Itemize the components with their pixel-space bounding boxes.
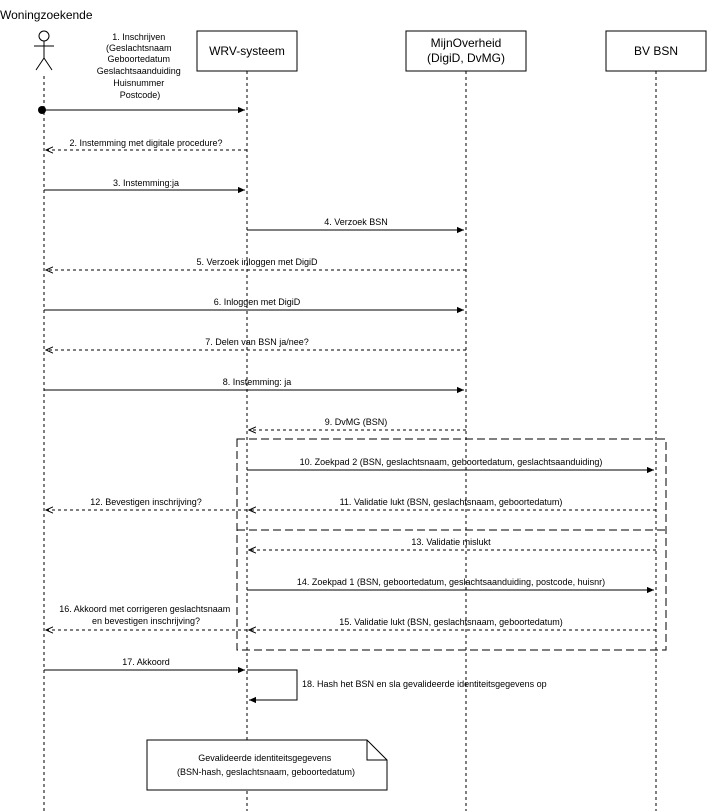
- participant-wrv-systeem: WRV-systeem: [196, 30, 298, 811]
- message-label: 18. Hash het BSN en sla gevalideerde ide…: [302, 679, 547, 689]
- participant-box: [196, 30, 298, 72]
- message-label: 10. Zoekpad 2 (BSN, geslachtsnaam, geboo…: [300, 457, 603, 467]
- participant-box: [605, 30, 707, 72]
- message-15: 15. Validatie lukt (BSN, geslachtsnaam, …: [249, 617, 656, 630]
- stick-figure-icon: [34, 30, 54, 71]
- message-18-self: 18. Hash het BSN en sla gevalideerde ide…: [247, 669, 547, 704]
- note-dog-ear: [366, 740, 387, 761]
- message-label: 12. Bevestigen inschrijving?: [90, 497, 202, 507]
- message-7: 7. Delen van BSN ja/nee?: [46, 337, 466, 350]
- participant-box: [405, 30, 527, 72]
- message-label: 5. Verzoek inloggen met DigiD: [196, 257, 318, 267]
- message-label: 17. Akkoord: [122, 657, 170, 667]
- message-9: 9. DvMG (BSN): [249, 417, 466, 430]
- message-11: 11. Validatie lukt (BSN, geslachtsnaam, …: [249, 497, 656, 510]
- message-3: 3. Instemming:ja: [44, 178, 245, 194]
- participant-label: WRV-systeem: [209, 44, 285, 58]
- message-label: 16. Akkoord met corrigeren geslachtsnaam…: [59, 604, 233, 626]
- message-label: 2. Instemming met digitale procedure?: [69, 138, 222, 148]
- note: Gevalideerde identiteitsgegevens (BSN-ha…: [146, 739, 388, 791]
- message-label: 6. Inloggen met DigiD: [214, 297, 301, 307]
- message-label: 7. Delen van BSN ja/nee?: [205, 337, 309, 347]
- participant-bv-bsn: BV BSN: [605, 30, 707, 811]
- message-6: 6. Inloggen met DigiD: [44, 297, 464, 314]
- message-label: 3. Instemming:ja: [113, 178, 179, 188]
- message-16: 16. Akkoord met corrigeren geslachtsnaam…: [46, 604, 247, 630]
- message-12: 12. Bevestigen inschrijving?: [46, 497, 247, 510]
- participant-sublabel: (DigiD, DvMG): [427, 51, 505, 65]
- message-5: 5. Verzoek inloggen met DigiD: [46, 257, 466, 270]
- message-label: 1. Inschrijven (Geslachtsnaam Geboorteda…: [97, 32, 184, 100]
- message-13: 13. Validatie mislukt: [249, 537, 656, 550]
- participant-label: MijnOverheid: [431, 36, 502, 50]
- message-label: 14. Zoekpad 1 (BSN, geboortedatum, gesla…: [297, 577, 605, 587]
- message-label: 4. Verzoek BSN: [324, 217, 388, 227]
- message-label: 9. DvMG (BSN): [325, 417, 388, 427]
- actor-woningzoekende: Woningzoekende: [0, 8, 93, 811]
- message-label: 15. Validatie lukt (BSN, geslachtsnaam, …: [339, 617, 562, 627]
- message-17: 17. Akkoord: [44, 657, 245, 674]
- message-label: 13. Validatie mislukt: [411, 537, 491, 547]
- participant-mijnoverheid: MijnOverheid (DigiD, DvMG): [405, 30, 527, 811]
- note-text: Gevalideerde identiteitsgegevens (BSN-ha…: [177, 753, 355, 777]
- self-message-arrow: [247, 669, 298, 704]
- found-message-dot: [38, 106, 46, 114]
- message-14: 14. Zoekpad 1 (BSN, geboortedatum, gesla…: [247, 577, 654, 594]
- message-1: 1. Inschrijven (Geslachtsnaam Geboorteda…: [38, 32, 245, 114]
- alt-fragment: [236, 438, 667, 651]
- participant-label: BV BSN: [634, 44, 678, 58]
- message-4: 4. Verzoek BSN: [247, 217, 464, 234]
- message-label: 8. Instemming: ja: [223, 377, 292, 387]
- actor-label: Woningzoekende: [0, 8, 93, 22]
- message-10: 10. Zoekpad 2 (BSN, geslachtsnaam, geboo…: [247, 457, 654, 474]
- note-shape: [146, 739, 388, 791]
- message-label: 11. Validatie lukt (BSN, geslachtsnaam, …: [340, 497, 563, 507]
- message-8: 8. Instemming: ja: [44, 377, 464, 394]
- message-2: 2. Instemming met digitale procedure?: [46, 138, 247, 150]
